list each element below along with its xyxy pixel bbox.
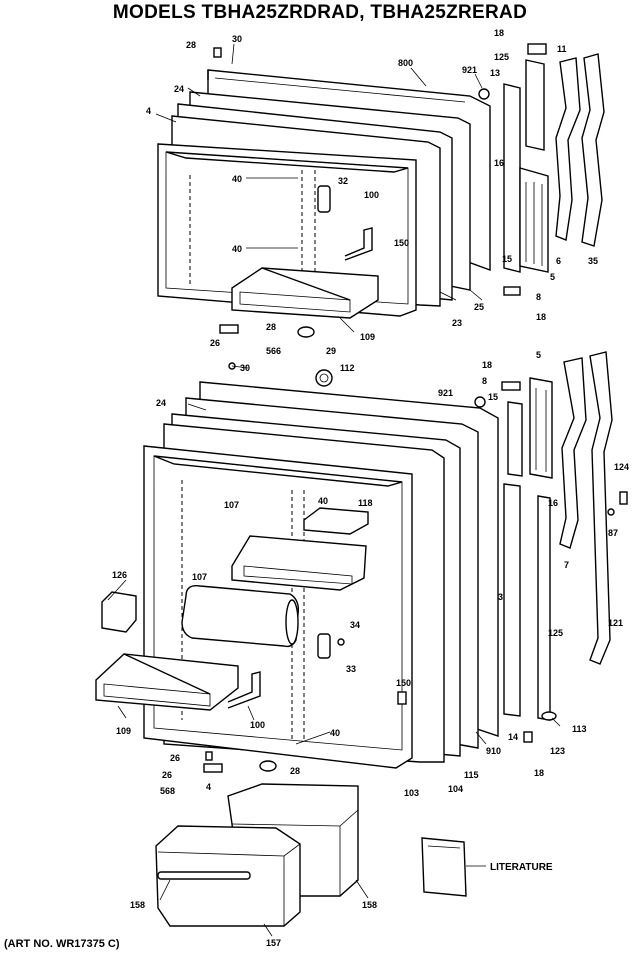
part-label: 115 xyxy=(464,770,479,780)
part-label: 40 xyxy=(318,496,328,506)
part-label: 32 xyxy=(338,176,348,186)
leader-lines xyxy=(107,43,561,937)
part-label: 24 xyxy=(156,398,166,408)
part-label: 103 xyxy=(404,788,419,798)
part-label: 121 xyxy=(608,618,623,628)
part-label: 18 xyxy=(534,768,544,778)
part-label: 15 xyxy=(488,392,498,402)
part-label: 33 xyxy=(346,664,356,674)
part-label: 123 xyxy=(550,746,565,756)
part-label: 4 xyxy=(206,782,211,792)
part-label: 125 xyxy=(494,52,509,62)
part-label: 28 xyxy=(266,322,276,332)
freezer-door-assembly xyxy=(157,69,491,319)
part-label: 921 xyxy=(462,65,477,75)
part-label: 112 xyxy=(340,363,355,373)
part-label: 25 xyxy=(474,302,484,312)
part-label: 100 xyxy=(250,720,265,730)
part-label: 16 xyxy=(548,498,558,508)
part-label: 118 xyxy=(358,498,373,508)
fresh-food-door-assembly xyxy=(95,381,499,769)
part-label: 3 xyxy=(498,592,503,602)
part-label: 150 xyxy=(394,238,409,248)
part-label: 30 xyxy=(232,34,242,44)
part-label: 18 xyxy=(482,360,492,370)
part-label: 157 xyxy=(266,938,281,948)
part-label: 107 xyxy=(192,572,207,582)
part-label: 100 xyxy=(364,190,379,200)
part-label: 28 xyxy=(186,40,196,50)
part-label: 124 xyxy=(614,462,629,472)
part-label: 40 xyxy=(232,174,242,184)
part-label: 87 xyxy=(608,528,618,538)
part-label: 568 xyxy=(160,786,175,796)
part-label: 15 xyxy=(502,254,512,264)
part-label: 6 xyxy=(556,256,561,266)
part-label: 150 xyxy=(396,678,411,688)
part-label: 26 xyxy=(170,753,180,763)
part-label: 35 xyxy=(588,256,598,266)
art-number: (ART NO. WR17375 C) xyxy=(4,938,120,950)
part-label: 40 xyxy=(330,728,340,738)
part-label: 566 xyxy=(266,346,281,356)
part-label: 8 xyxy=(482,376,487,386)
part-number-labels: 28 30 800 921 13 18 125 11 24 4 40 32 10… xyxy=(112,28,629,948)
part-label: 30 xyxy=(240,363,250,373)
part-label: 23 xyxy=(452,318,462,328)
part-label: 26 xyxy=(162,770,172,780)
fresh-food-small-parts xyxy=(203,362,333,773)
part-label: 158 xyxy=(362,900,377,910)
literature-label: LITERATURE xyxy=(490,862,553,873)
part-label: 126 xyxy=(112,570,127,580)
part-label: 5 xyxy=(550,272,555,282)
part-label: 109 xyxy=(360,332,375,342)
part-label: 104 xyxy=(448,784,463,794)
part-label: 40 xyxy=(232,244,242,254)
part-label: 26 xyxy=(210,338,220,348)
part-label: 24 xyxy=(174,84,184,94)
part-label: 910 xyxy=(486,746,501,756)
part-label: 11 xyxy=(557,44,567,54)
bottom-bins xyxy=(155,783,467,927)
part-label: 5 xyxy=(536,350,541,360)
part-label: 16 xyxy=(494,158,504,168)
part-label: 107 xyxy=(224,500,239,510)
part-label: 34 xyxy=(350,620,360,630)
fresh-food-side-parts xyxy=(474,351,628,743)
part-label: 8 xyxy=(536,292,541,302)
diagram-title: MODELS TBHA25ZRDRAD, TBHA25ZRERAD xyxy=(112,2,528,23)
freezer-small-parts xyxy=(213,47,315,338)
freezer-side-parts xyxy=(478,43,605,296)
part-label: 13 xyxy=(490,68,500,78)
part-label: 800 xyxy=(398,58,413,68)
part-label: 4 xyxy=(146,106,151,116)
part-label: 158 xyxy=(130,900,145,910)
part-label: 921 xyxy=(438,388,453,398)
part-label: 14 xyxy=(508,732,518,742)
part-label: 125 xyxy=(548,628,563,638)
part-label: 113 xyxy=(572,724,587,734)
part-label: 18 xyxy=(536,312,546,322)
part-label: 28 xyxy=(290,766,300,776)
part-label: 109 xyxy=(116,726,131,736)
part-label: 29 xyxy=(326,346,336,356)
part-label: 7 xyxy=(564,560,569,570)
part-label: 18 xyxy=(494,28,504,38)
